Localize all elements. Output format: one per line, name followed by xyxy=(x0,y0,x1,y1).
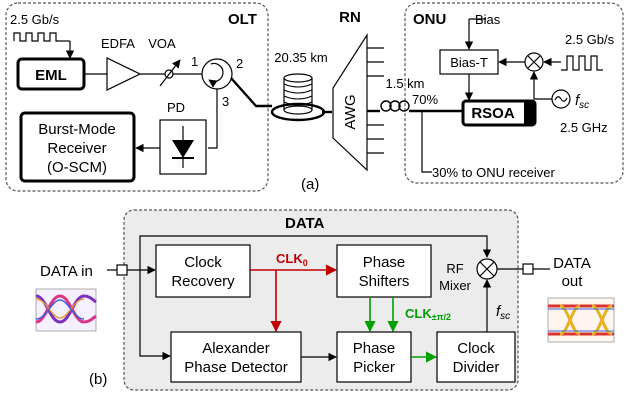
bmr-line-1: Burst-Mode xyxy=(38,121,116,138)
data-panel-title: DATA xyxy=(285,215,325,232)
clkpi-label: CLK±π/2 xyxy=(405,306,451,322)
onu-label: ONU xyxy=(413,11,446,28)
tap-to-onu-receiver-line xyxy=(421,111,432,173)
circulator-to-pd-line xyxy=(208,89,218,149)
onu-panel xyxy=(404,2,624,184)
clock-recovery-box xyxy=(155,244,251,298)
burst-mode-receiver-box xyxy=(19,111,136,183)
drop-length-label: 1.5 km xyxy=(385,76,424,91)
bias-label: Bias xyxy=(475,12,501,27)
pd-label: PD xyxy=(167,100,185,115)
output-eye-diagram-icon xyxy=(547,297,615,343)
awg-label: AWG xyxy=(342,94,359,129)
caption-b: (b) xyxy=(89,371,107,388)
phase-shifters-label-2: Shifters xyxy=(359,273,410,290)
eml-label: EML xyxy=(35,67,67,84)
onu-bitrate-label: 2.5 Gb/s xyxy=(565,32,615,47)
circulator-port-1: 1 xyxy=(191,54,198,69)
rsoa-label: RSOA xyxy=(471,105,515,122)
fiber-spool-icon xyxy=(270,73,326,122)
divider-label-2: Divider xyxy=(453,359,500,376)
circulator-rotation-icon xyxy=(208,62,224,88)
circulator-port-2: 2 xyxy=(236,56,243,71)
phase-shifters-box xyxy=(336,244,432,298)
mixer-fsc-label: fsc xyxy=(496,303,510,322)
rn-label: RN xyxy=(339,9,361,26)
rsoa-split-label: 70% xyxy=(412,92,438,107)
data-out-label-2: out xyxy=(562,273,584,290)
apd-label-1: Alexander xyxy=(202,340,270,357)
clk0-label: CLK0 xyxy=(276,251,308,268)
picker-label-2: Picker xyxy=(353,359,395,376)
circulator-port-3: 3 xyxy=(222,94,229,109)
clock-recovery-label-2: Recovery xyxy=(171,273,235,290)
olt-bitrate-label: 2.5 Gb/s xyxy=(10,12,60,27)
onu-receiver-split-label: 30% to ONU receiver xyxy=(432,165,555,180)
olt-label: OLT xyxy=(228,11,257,28)
fiber-length-label: 20.35 km xyxy=(274,50,327,65)
rf-mixer-label-1: RF xyxy=(446,261,463,276)
input-eye-diagram-icon xyxy=(35,288,97,332)
oscillator-frequency-label: 2.5 GHz xyxy=(560,120,608,135)
data-out-port xyxy=(522,263,534,275)
awg-output-ports xyxy=(367,47,384,154)
caption-a: (a) xyxy=(301,176,319,193)
clock-divider-box xyxy=(436,331,516,383)
circulator-to-spool-fiber xyxy=(230,77,272,108)
data-out-label-1: DATA xyxy=(553,255,591,272)
onu-data-waveform-icon xyxy=(561,55,603,71)
voa-label: VOA xyxy=(148,36,176,51)
onu-mixer-cross-icon xyxy=(527,55,541,69)
edfa-amplifier-icon xyxy=(106,57,142,91)
apd-label-2: Phase Detector xyxy=(184,359,287,376)
bias-t-label: Bias-T xyxy=(450,55,488,70)
bmr-line-2: Receiver xyxy=(47,140,106,157)
drop-fiber-coil-icon xyxy=(380,100,410,112)
olt-data-waveform-icon xyxy=(13,32,62,42)
awg-shape xyxy=(332,32,368,172)
bmr-line-3: (O-SCM) xyxy=(47,159,107,176)
alexander-phase-detector-box xyxy=(170,331,302,383)
phase-shifters-label-1: Phase xyxy=(363,254,406,271)
rf-mixer-cross-icon xyxy=(479,261,495,277)
data-in-label: DATA in xyxy=(40,263,93,280)
voa-arrow-icon xyxy=(159,59,181,87)
clock-recovery-label-1: Clock xyxy=(184,254,222,271)
rf-mixer-label-2: Mixer xyxy=(439,278,471,293)
divider-label-1: Clock xyxy=(457,340,495,357)
oscillator-to-mixer-arrow xyxy=(529,71,552,100)
rsoa-facet xyxy=(524,102,534,124)
data-to-mixer-path xyxy=(139,235,492,270)
rsoa-box xyxy=(461,99,537,127)
picker-label-1: Phase xyxy=(353,340,396,357)
data-in-port xyxy=(116,264,128,276)
edfa-label: EDFA xyxy=(101,36,135,51)
onu-fsc-label: fsc xyxy=(575,92,589,111)
bias-t-box xyxy=(439,49,499,75)
data-to-apd-path xyxy=(139,270,171,361)
oscillator-sine-icon xyxy=(554,96,568,102)
